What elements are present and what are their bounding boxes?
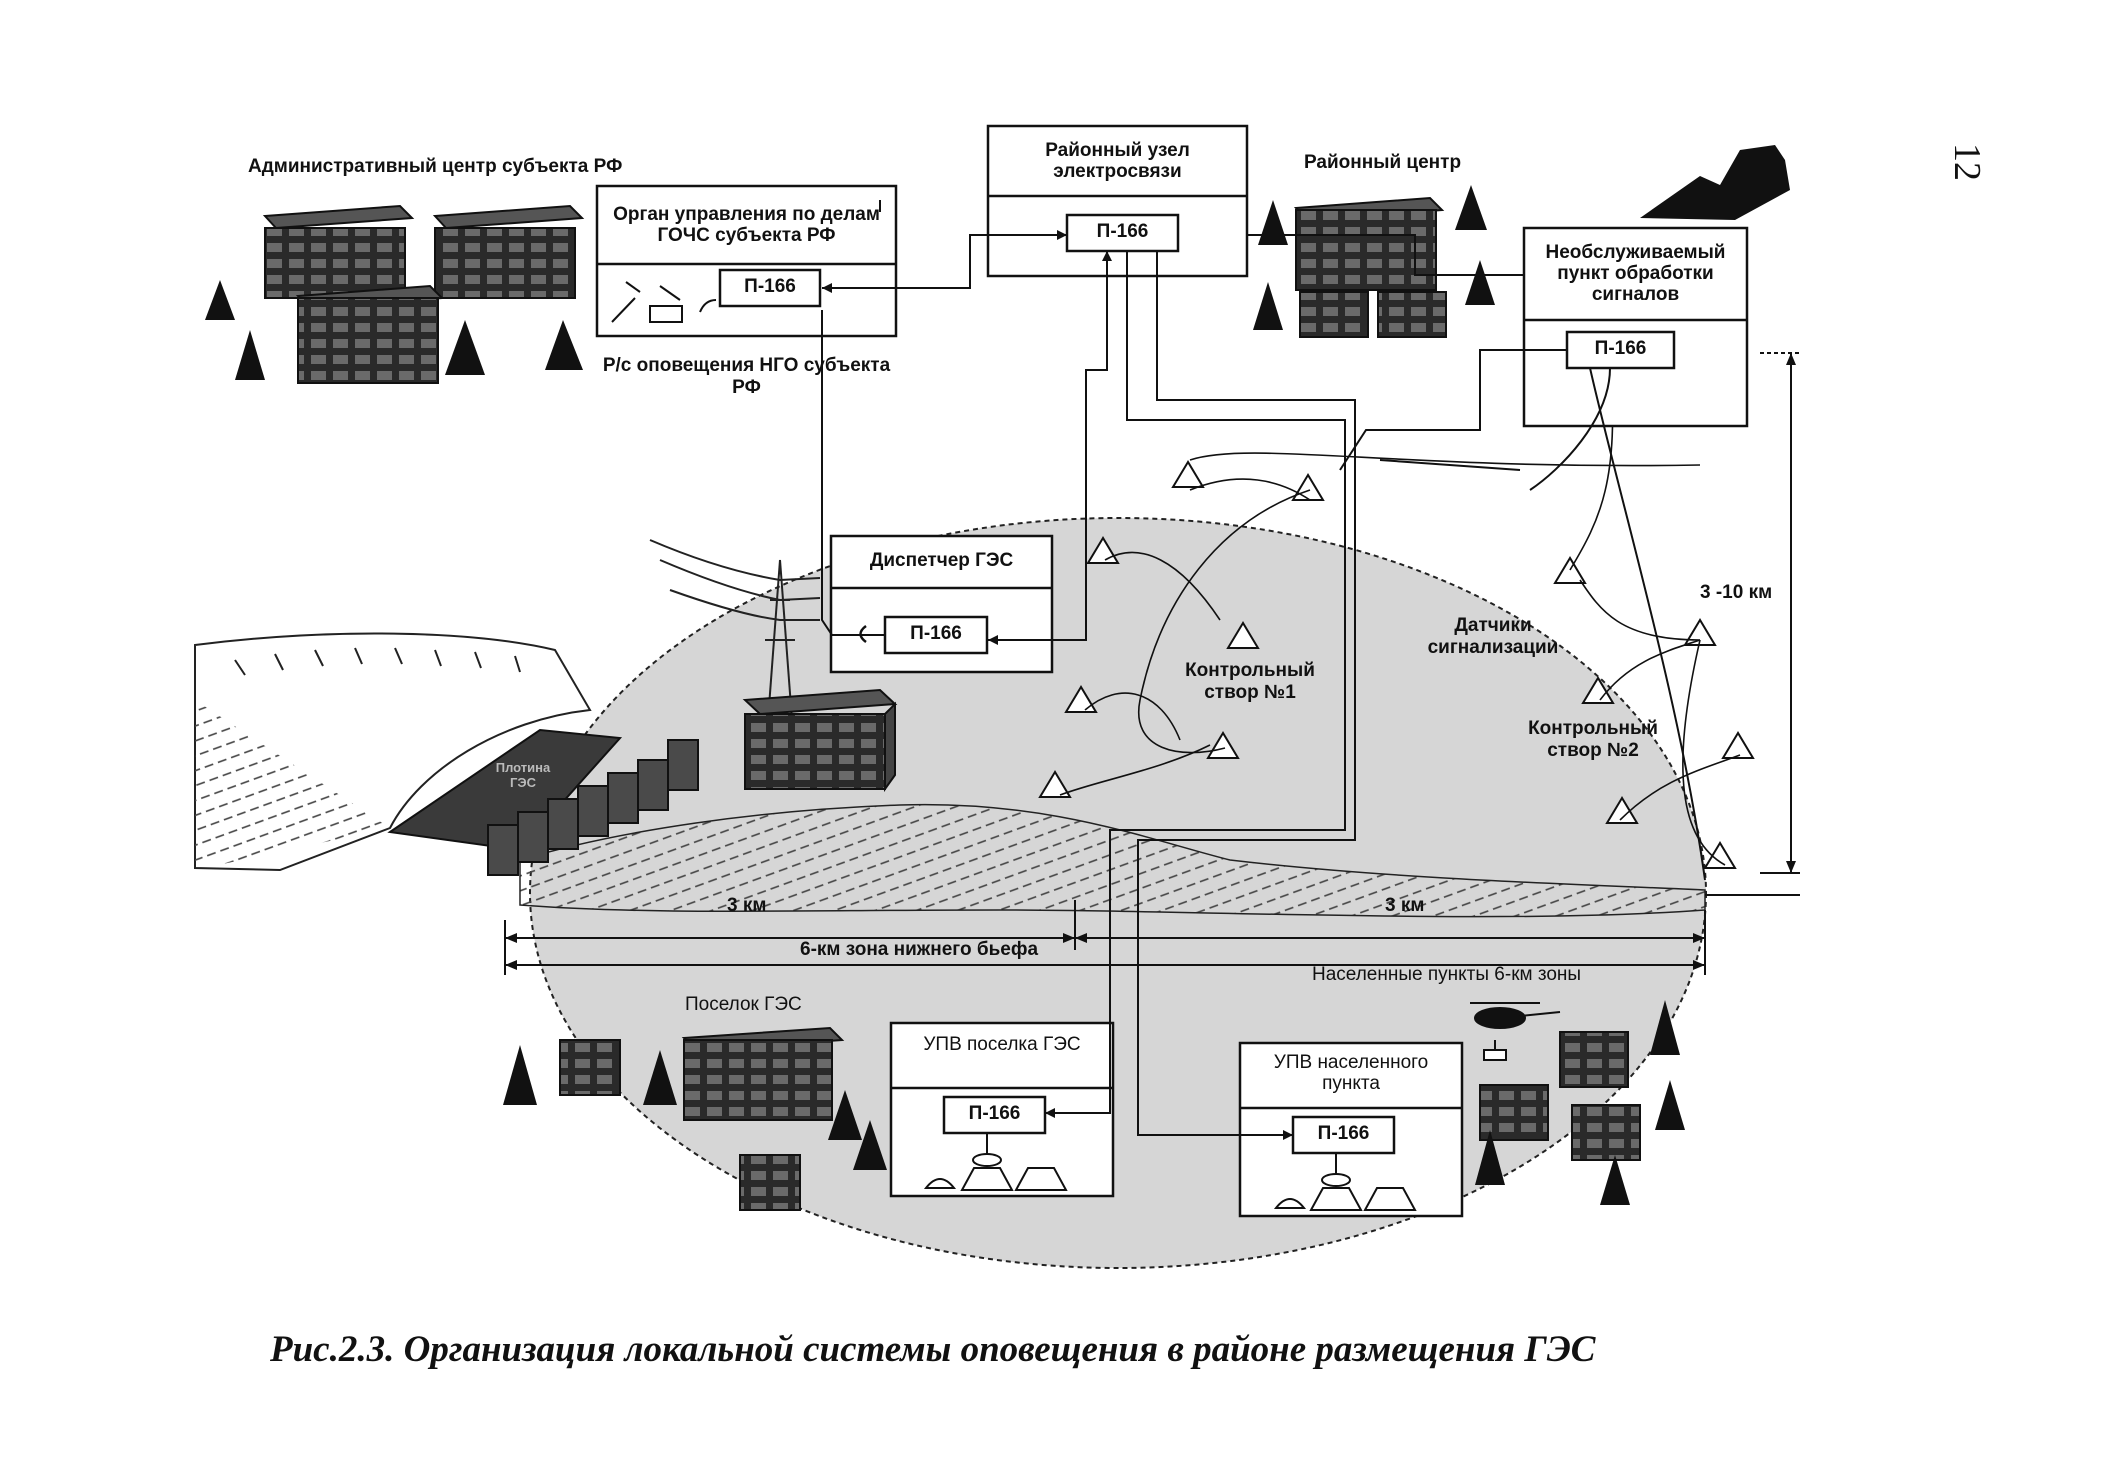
label-3km-left: 3 км [727, 895, 767, 916]
figure-caption: Рис.2.3. Организация локальной системы о… [270, 1329, 1596, 1370]
district-buildings [1293, 196, 1447, 338]
label-3km-right: 3 км [1385, 895, 1425, 916]
sensor-triangles [1038, 460, 1755, 869]
trees [205, 185, 1685, 1205]
label-control-section-1: Контрольный створ №1 [1185, 660, 1315, 703]
label-settlements-6km: Населенные пункты 6-км зоны [1312, 964, 1582, 985]
helicopter [1470, 1002, 1561, 1061]
power-tower [649, 539, 821, 721]
settlement-ges-buildings [559, 1026, 845, 1211]
box-district-node [986, 124, 1249, 278]
arrowheads [822, 230, 1293, 1140]
settlement-buildings [1479, 1031, 1641, 1161]
box-gochs [595, 184, 898, 338]
box-upv-settlement [1238, 1041, 1464, 1218]
label-district-node: Районный узел электросвязи [1045, 140, 1190, 182]
device-upv-settlement: П-166 [1317, 1123, 1370, 1144]
device-gochs: П-166 [744, 276, 796, 297]
label-admin-center: Административный центр субъекта РФ [248, 156, 623, 177]
box-unattended [1522, 226, 1749, 428]
mountain [1640, 145, 1790, 220]
dimension-arrows [505, 353, 1796, 970]
dimension-lines [504, 352, 1800, 975]
admin-buildings [262, 204, 585, 384]
dam [387, 728, 699, 876]
label-dispatcher: Диспетчер ГЭС [869, 550, 1014, 571]
device-upv-ges: П-166 [968, 1103, 1021, 1124]
label-control-section-2: Контрольный створ №2 [1528, 718, 1658, 761]
label-settlement-ges: Поселок ГЭС [685, 994, 802, 1015]
box-dispatcher [829, 534, 1054, 674]
label-sensors: Датчики сигнализации [1427, 615, 1559, 658]
label-dam: Плотина ГЭС [495, 760, 551, 790]
device-dispatcher: П-166 [910, 623, 962, 644]
box-upv-ges [889, 1021, 1115, 1198]
label-unattended-point: Необслуживаемый пункт обработки сигналов [1545, 242, 1726, 305]
siren-icons-settlement [1273, 1153, 1417, 1211]
device-unattended: П-166 [1594, 338, 1647, 359]
label-radio-alert: Р/с оповещения НГО субъекта РФ [602, 355, 891, 398]
label-zone-6km: 6-км зона нижнего бьефа [800, 939, 1039, 960]
label-district-center: Районный центр [1304, 152, 1462, 173]
device-district-node: П-166 [1096, 221, 1149, 242]
comm-lines [821, 200, 1706, 1136]
station-building [742, 688, 898, 793]
reservoir [194, 632, 592, 872]
page-number: 12 [1946, 143, 1988, 181]
label-gochs-organ: Орган управления по делам ГОЧС субъекта … [613, 204, 880, 246]
siren-icons-ges [923, 1133, 1068, 1191]
radio-station-icon [611, 281, 717, 323]
label-distance-3-10: 3 -10 км [1700, 582, 1773, 603]
downstream-river [519, 803, 1706, 918]
label-upv-settlement: УПВ населенного пункта [1273, 1052, 1429, 1094]
label-upv-settlement-ges: УПВ поселка ГЭС [923, 1034, 1081, 1055]
